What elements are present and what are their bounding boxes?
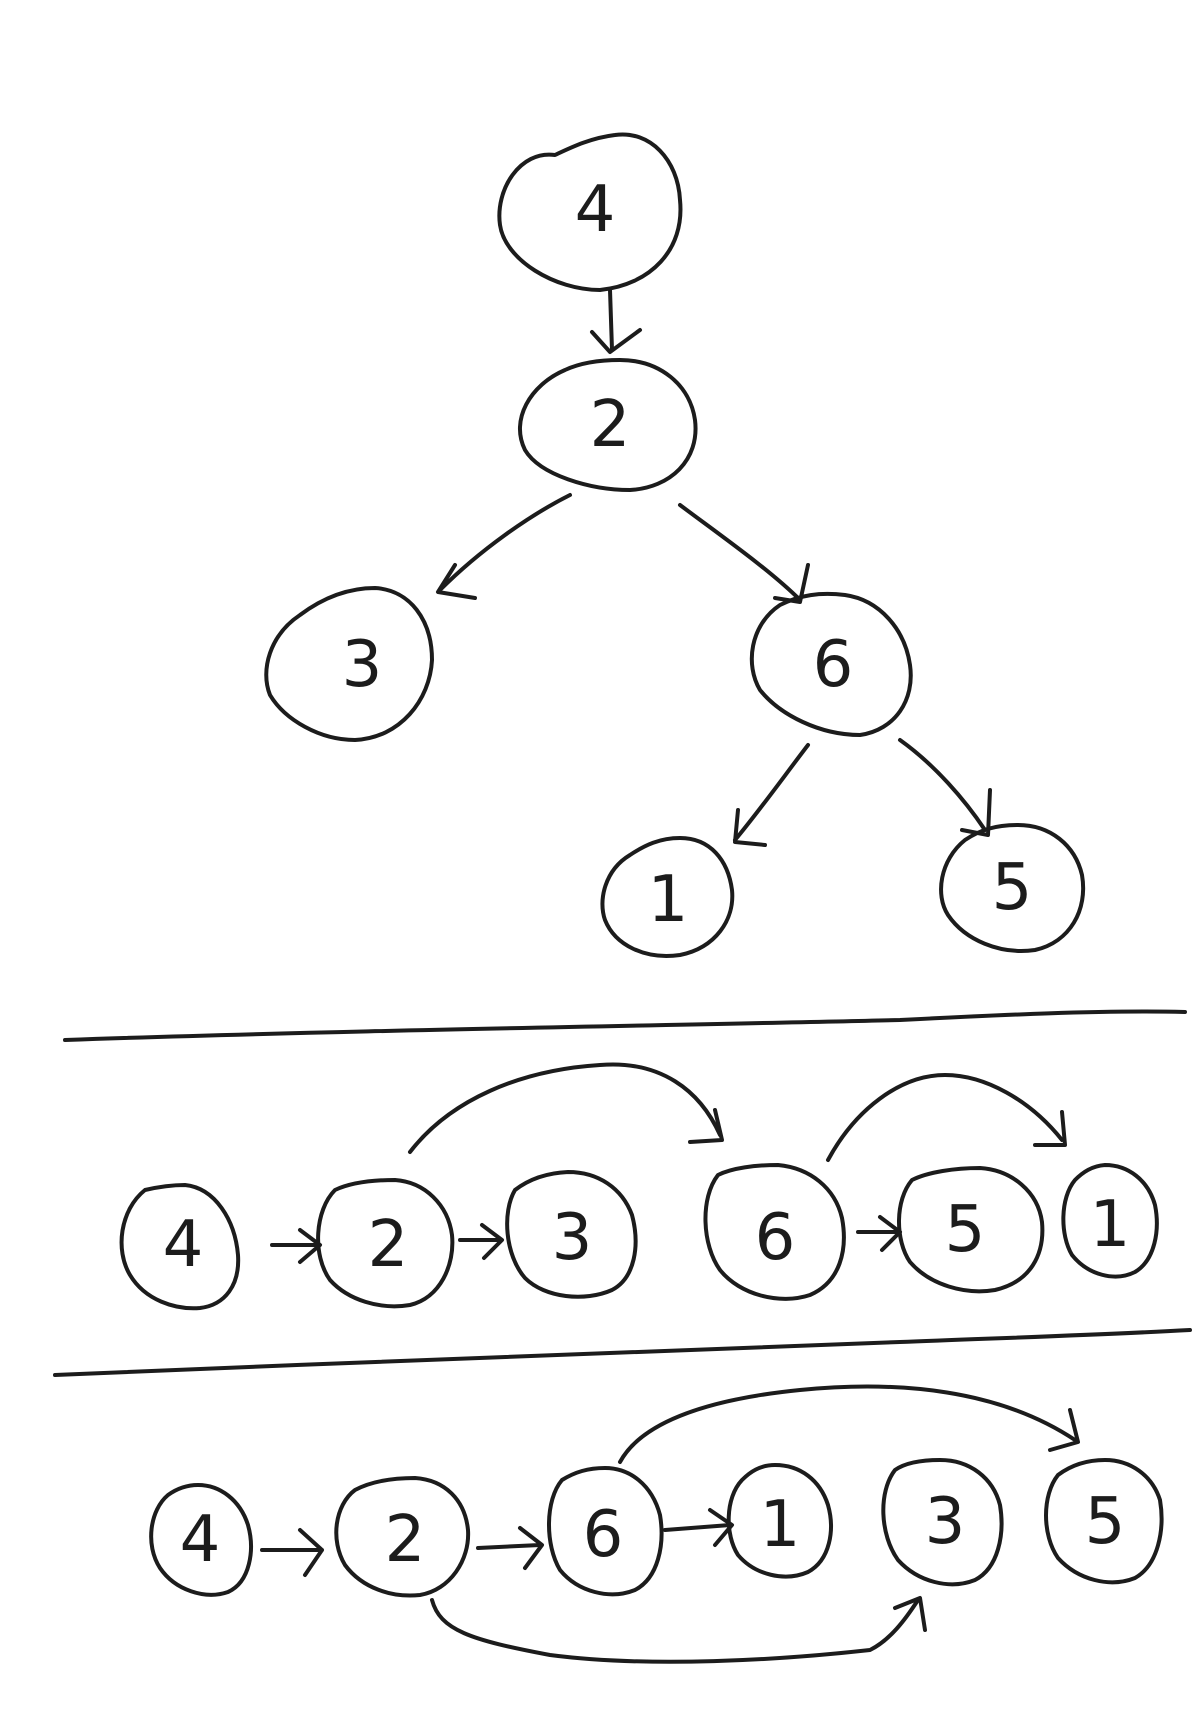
tree-node-3-circle: [264, 586, 434, 742]
edge-2-to-3-arrowhead: [436, 563, 477, 600]
tree-node-2-label: 2: [590, 388, 631, 462]
seq2-arrow-4-to-2: [260, 1528, 324, 1577]
seq1-node-1: 1: [1061, 1163, 1159, 1279]
seq1-curve-2-to-6: [408, 1062, 722, 1154]
seq2-node-2-label: 2: [385, 1503, 426, 1577]
seq1-curve-6-to-1-arrowhead: [1033, 1110, 1067, 1147]
seq2-node-5-label: 5: [1085, 1485, 1126, 1559]
edge-6-to-1-arrowhead: [733, 808, 767, 847]
tree-node-4-circle: [497, 132, 683, 292]
seq2-node-1: 1: [726, 1463, 833, 1579]
seq2-curve-6-to-5: [618, 1384, 1077, 1464]
tree-node-6-circle: [749, 591, 913, 737]
edge-4-to-2-arrowhead: [590, 328, 642, 354]
seq2-node-3-circle: [881, 1458, 1004, 1587]
seq2-node-6: 6: [547, 1466, 664, 1597]
tree-node-5-circle: [939, 823, 1086, 953]
seq1-node-3: 3: [505, 1170, 638, 1299]
seq2-curve-2-to-3-arrowhead: [893, 1596, 927, 1632]
seq1-node-6-circle: [703, 1163, 846, 1301]
tree-node-6-label: 6: [813, 628, 854, 702]
seq2-node-3: 3: [881, 1458, 1004, 1587]
seq1-node-2-label: 2: [368, 1208, 409, 1282]
seq2-node-2: 2: [334, 1476, 471, 1598]
sequence-two: 4 2 6 1 3: [149, 1384, 1164, 1664]
seq1-node-4-circle: [119, 1183, 241, 1311]
tree-node-3: 3: [264, 586, 434, 742]
divider-line-2: [53, 1328, 1192, 1377]
tree-node-4-label: 4: [575, 173, 616, 247]
seq1-arrow-6-to-5: [856, 1215, 902, 1252]
edge-2-to-6: [678, 503, 802, 602]
seq1-node-2-circle: [316, 1178, 455, 1309]
edge-4-to-2: [608, 288, 614, 352]
tree-node-2-circle: [518, 358, 698, 492]
tree-node-3-label: 3: [342, 628, 383, 702]
seq2-curve-2-to-3: [430, 1598, 920, 1664]
seq1-node-4-label: 4: [163, 1208, 204, 1282]
seq1-curve-6-to-1: [826, 1073, 1064, 1162]
seq2-node-4: 4: [149, 1483, 253, 1597]
seq2-node-2-circle: [334, 1476, 471, 1598]
seq1-node-2: 2: [316, 1178, 455, 1309]
seq2-node-5: 5: [1044, 1458, 1164, 1585]
seq2-arrow-2-to-6: [476, 1526, 544, 1570]
seq1-node-6: 6: [703, 1163, 846, 1301]
tree-node-6: 6: [749, 591, 913, 737]
seq1-node-5: 5: [897, 1166, 1045, 1294]
edge-6-to-5: [898, 738, 987, 832]
seq1-node-5-label: 5: [945, 1193, 986, 1267]
seq2-node-4-label: 4: [180, 1503, 221, 1577]
tree-diagram: 4 2 3 6 1: [264, 132, 1086, 958]
seq2-node-6-circle: [547, 1466, 664, 1597]
edge-2-to-3: [438, 493, 572, 592]
seq1-node-3-circle: [505, 1170, 638, 1299]
edge-2-to-6-arrowhead: [773, 563, 810, 604]
seq2-node-6-label: 6: [583, 1498, 624, 1572]
divider-line-1: [63, 1009, 1187, 1042]
seq2-node-1-label: 1: [760, 1488, 801, 1562]
tree-node-2: 2: [518, 358, 698, 492]
seq1-node-1-circle: [1061, 1163, 1159, 1279]
seq2-node-3-label: 3: [925, 1485, 966, 1559]
tree-node-5-label: 5: [992, 851, 1033, 925]
sequence-one: 4 2 3 6 5: [119, 1062, 1159, 1311]
tree-node-1-circle: [600, 836, 735, 958]
seq2-node-1-circle: [726, 1463, 833, 1579]
tree-node-1-label: 1: [648, 863, 689, 937]
edge-6-to-1: [733, 743, 810, 842]
edge-6-to-5-arrowhead: [960, 788, 992, 837]
seq2-arrow-6-to-1: [663, 1508, 734, 1547]
seq2-node-5-circle: [1044, 1458, 1164, 1585]
seq1-node-3-label: 3: [552, 1201, 593, 1275]
seq1-node-1-label: 1: [1090, 1188, 1131, 1262]
seq1-arrow-2-to-3: [458, 1223, 504, 1260]
seq1-node-6-label: 6: [755, 1201, 796, 1275]
seq1-curve-2-to-6-arrowhead: [688, 1108, 724, 1144]
seq2-node-4-circle: [149, 1483, 253, 1597]
seq1-arrow-4-to-2: [270, 1228, 322, 1264]
seq2-curve-6-to-5-arrowhead: [1048, 1408, 1080, 1452]
seq1-node-4: 4: [119, 1183, 241, 1311]
tree-node-4: 4: [497, 132, 683, 292]
tree-node-5: 5: [939, 823, 1086, 953]
seq1-node-5-circle: [897, 1166, 1045, 1294]
tree-node-1: 1: [600, 836, 735, 958]
